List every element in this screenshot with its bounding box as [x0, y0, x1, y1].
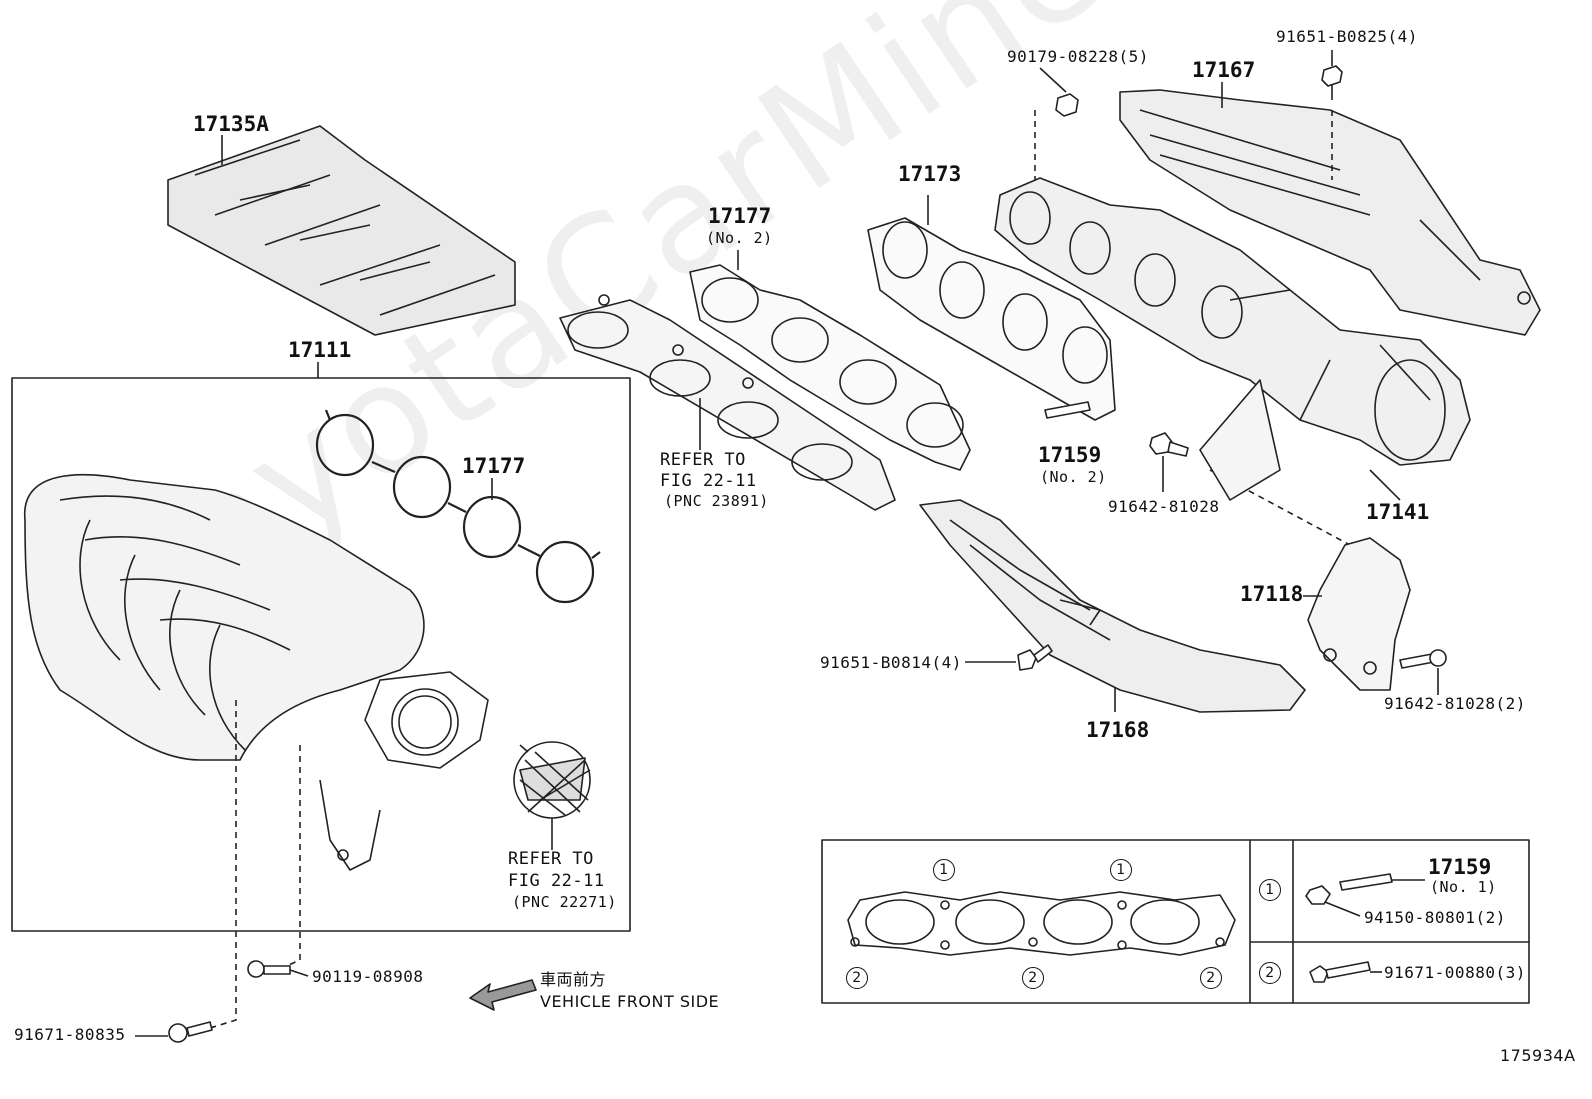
gasket-17173: [867, 217, 1116, 421]
legend-gasket-marker-2c: 2: [1200, 967, 1222, 989]
bolt-91642-81028: [1149, 432, 1189, 492]
vehicle-front-japanese: 車両前方: [540, 970, 607, 989]
label-17141: 17141: [1366, 500, 1430, 524]
legend-gasket-marker-2a: 2: [846, 967, 868, 989]
legend-row1-note: (No. 1): [1430, 878, 1497, 896]
exhaust-manifold-17141: [994, 177, 1471, 466]
legend-row2-marker: 2: [1259, 962, 1281, 984]
intake-manifold-box: [11, 377, 631, 932]
label-17177-upper-note: (No. 2): [706, 229, 773, 247]
leader-90119: [281, 745, 301, 969]
refer-lower-line3: (PNC 22271): [512, 893, 617, 911]
label-17159-note: (No. 2): [1040, 468, 1107, 486]
label-17173: 17173: [898, 162, 962, 186]
legend-row1-part: 17159: [1428, 855, 1492, 879]
bolt-91651-b0825: [1321, 50, 1343, 100]
vehicle-front-english: VEHICLE FRONT SIDE: [540, 992, 720, 1011]
label-17177-lower: 17177: [462, 454, 526, 478]
label-17111: 17111: [288, 338, 352, 362]
bolt-90119-08908: [247, 960, 309, 978]
throttle-reference: [513, 741, 591, 850]
label-17177-upper: 17177: [708, 204, 772, 228]
label-91651-b0825: 91651-B0825(4): [1276, 27, 1418, 46]
refer-upper-line1: REFER TO: [660, 450, 746, 470]
label-17118: 17118: [1240, 582, 1304, 606]
nut-90179: [1055, 93, 1079, 117]
legend-gasket-marker-2b: 2: [1022, 967, 1044, 989]
label-90119-08908: 90119-08908: [312, 967, 424, 986]
refer-lower-line1: REFER TO: [508, 849, 594, 869]
refer-lower-line2: FIG 22-11: [508, 871, 605, 891]
bolt-91651-b0814: [965, 644, 1053, 671]
gasket-17177-no2: [689, 264, 971, 471]
label-17167: 17167: [1192, 58, 1256, 82]
legend-row2-bolt: 91671-00880(3): [1384, 963, 1526, 982]
refer-upper-line2: FIG 22-11: [660, 471, 757, 491]
intake-manifold-17111: [24, 473, 489, 871]
label-91651-b0814: 91651-B0814(4): [820, 653, 962, 672]
legend-gasket-marker-1a: 1: [933, 859, 955, 881]
exhaust-gasket-refer: [559, 294, 896, 511]
legend-gasket-marker-1b: 1: [1110, 859, 1132, 881]
label-91642-81028: 91642-81028: [1108, 497, 1220, 516]
intake-gasket-17177: [315, 409, 601, 604]
vehicle-front-arrow: [469, 979, 537, 1011]
label-17168: 17168: [1086, 718, 1150, 742]
label-91642-81028-2: 91642-81028(2): [1384, 694, 1526, 713]
figure-id: 175934A: [1500, 1046, 1576, 1065]
label-90179-08228: 90179-08228(5): [1007, 47, 1149, 66]
bracket-17118: [1199, 379, 1411, 691]
bolt-91642-81028-2: [1399, 649, 1447, 695]
leader-90179-label: [1039, 67, 1067, 93]
leader-17141: [1369, 469, 1401, 501]
legend-row1-marker: 1: [1259, 879, 1281, 901]
stud-17159-no2: [1044, 401, 1091, 419]
refer-upper-line3: (PNC 23891): [664, 492, 769, 510]
bolt-91671-80835: [135, 1021, 213, 1043]
label-91671-80835: 91671-80835: [14, 1025, 126, 1044]
label-17159: 17159: [1038, 443, 1102, 467]
label-17135a: 17135A: [193, 112, 269, 136]
heat-insulator-17167: [1119, 89, 1541, 336]
legend-table: [821, 839, 1530, 1004]
engine-cover-17135a: [167, 125, 516, 336]
heat-insulator-17168: [919, 499, 1306, 713]
leader-91671-80835: [209, 700, 237, 1029]
legend-row1-bolt: 94150-80801(2): [1364, 908, 1506, 927]
